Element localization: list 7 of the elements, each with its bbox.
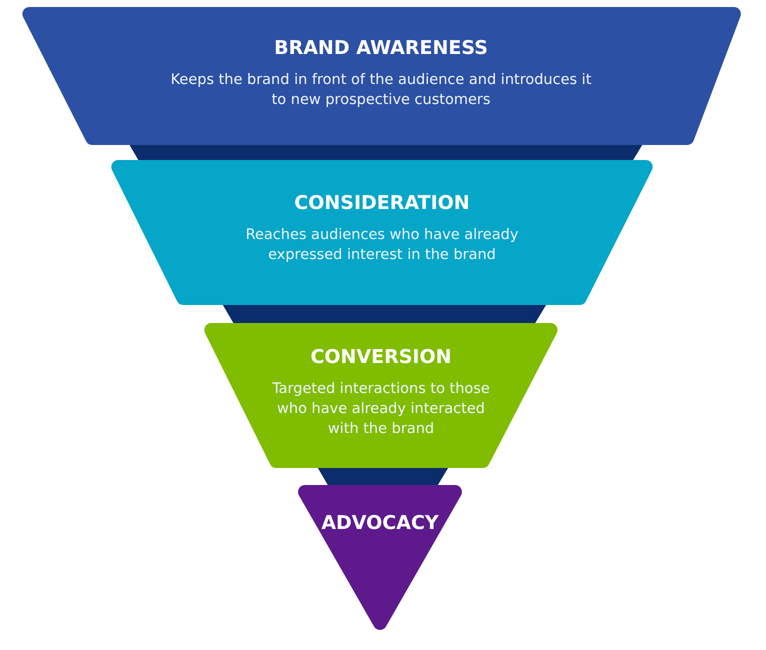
stage-description: Keeps the brand in front of the audience and introduces it to new prospective customers xyxy=(170,71,592,110)
stage-title: CONVERSION xyxy=(310,345,452,370)
stage-description: Reaches audiences who have already expressed interest in the brand xyxy=(244,226,520,265)
stage-title: CONSIDERATION xyxy=(294,191,470,216)
stage-title: BRAND AWARENESS xyxy=(274,36,488,61)
stage-title: ADVOCACY xyxy=(321,511,439,536)
stage-description: Targeted interactions to those who have already interacted with the brand xyxy=(271,380,491,439)
